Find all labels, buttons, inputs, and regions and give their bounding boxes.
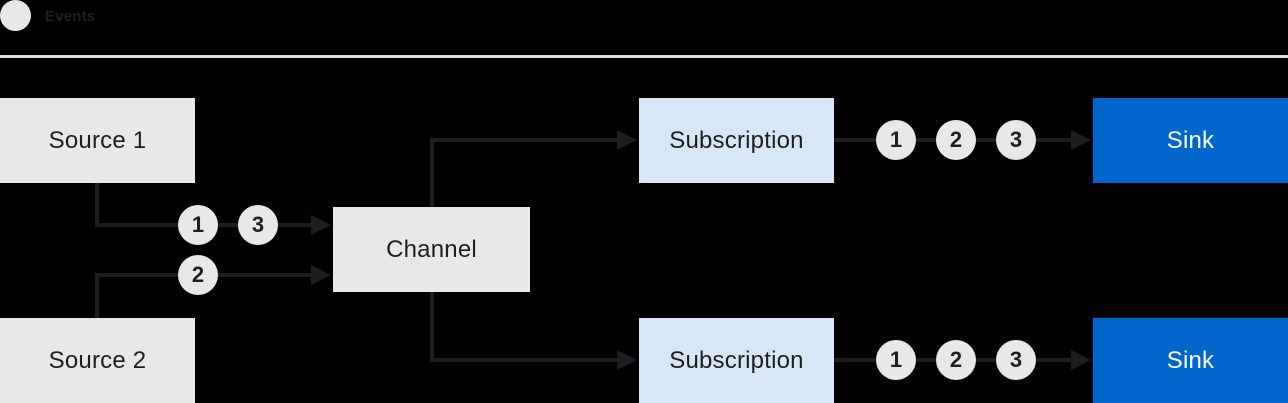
event-marker: 3 [996, 120, 1036, 160]
arrowhead-icon [1071, 130, 1091, 150]
event-marker-label: 1 [889, 127, 903, 152]
event-marker: 1 [178, 205, 218, 245]
event-marker-label: 1 [191, 212, 205, 237]
event-marker-label: 1 [889, 347, 903, 372]
event-marker: 3 [996, 340, 1036, 380]
connector-source1-vertical [95, 183, 99, 227]
event-marker: 1 [876, 120, 916, 160]
event-marker: 1 [876, 340, 916, 380]
node-source-1-label: Source 1 [48, 126, 147, 154]
node-channel-label: Channel [386, 235, 477, 263]
event-marker-label: 2 [949, 347, 963, 372]
node-subscription-bottom: Subscription [639, 318, 834, 403]
node-channel: Channel [333, 207, 530, 292]
node-sink-bottom: Sink [1093, 318, 1288, 403]
legend-event-circle-icon [0, 0, 31, 31]
arrowhead-icon [617, 350, 637, 370]
node-sink-bottom-label: Sink [1166, 346, 1215, 374]
arrowhead-icon [311, 215, 331, 235]
event-marker: 2 [936, 120, 976, 160]
event-marker: 2 [936, 340, 976, 380]
legend-label: Events [45, 8, 96, 25]
connector-channel-top-horizontal [430, 138, 617, 142]
legend-divider [0, 55, 1288, 58]
event-marker: 2 [178, 255, 218, 295]
node-source-2-label: Source 2 [48, 346, 147, 374]
connector-source2-vertical [95, 273, 99, 318]
event-marker-label: 3 [1009, 347, 1023, 372]
event-marker-label: 3 [1009, 127, 1023, 152]
node-subscription-top-label: Subscription [669, 126, 804, 154]
arrowhead-icon [311, 265, 331, 285]
node-subscription-top: Subscription [639, 98, 834, 183]
connector-channel-bottom-horizontal [430, 358, 617, 362]
arrowhead-icon [617, 130, 637, 150]
node-sink-top: Sink [1093, 98, 1288, 183]
connector-channel-top-vertical [430, 138, 434, 207]
connector-channel-bottom-vertical [430, 292, 434, 362]
event-marker-label: 2 [191, 262, 205, 287]
node-subscription-bottom-label: Subscription [669, 346, 804, 374]
event-marker-label: 3 [251, 212, 265, 237]
node-sink-top-label: Sink [1166, 126, 1215, 154]
node-source-1: Source 1 [0, 98, 195, 183]
event-marker: 3 [238, 205, 278, 245]
event-marker-label: 2 [949, 127, 963, 152]
arrowhead-icon [1071, 350, 1091, 370]
node-source-2: Source 2 [0, 318, 195, 403]
